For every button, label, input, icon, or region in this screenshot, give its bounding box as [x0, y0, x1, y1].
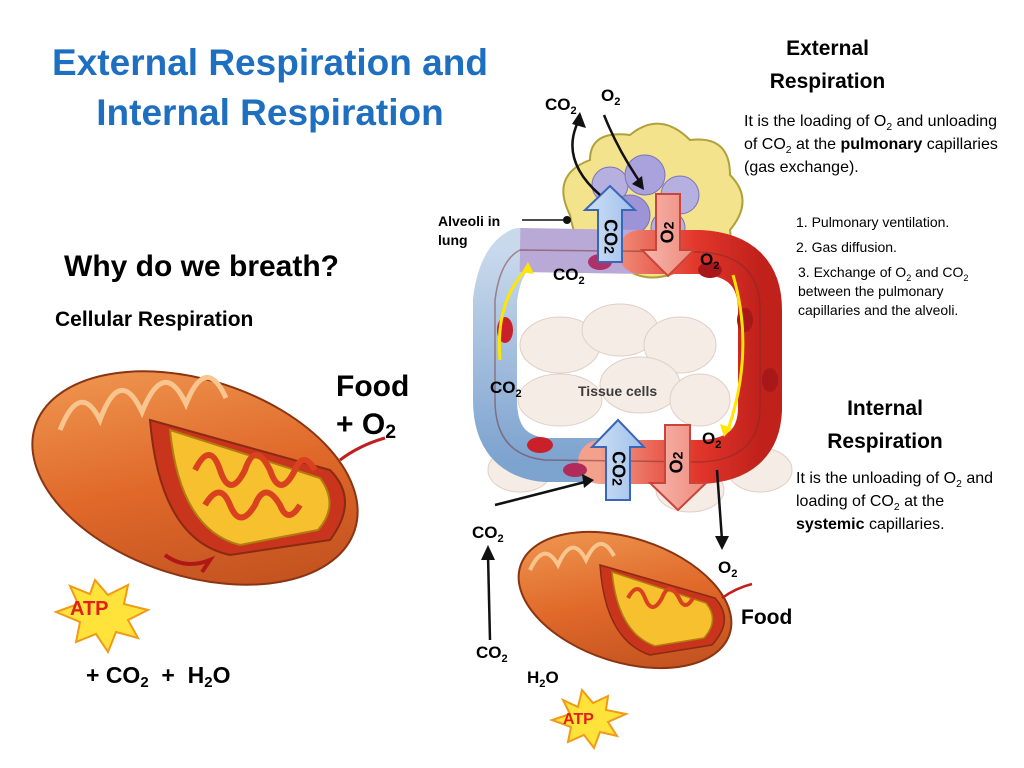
question-heading: Why do we breath?: [64, 250, 340, 283]
external-respiration-heading: External Respiration: [769, 37, 886, 93]
co2-label-tissue: CO2: [490, 378, 522, 400]
co2-arrow-label-bottom: CO2: [608, 451, 629, 486]
co2-up-arrow-top: [582, 184, 638, 263]
o2-label-vessel-top: O2: [700, 250, 720, 272]
o2-label-alveoli-in: O2: [601, 86, 621, 108]
alveoli-label: Alveoli in lung: [438, 213, 501, 248]
co2-label-mito-bottom: CO2: [476, 643, 508, 665]
food-label-right: Food: [741, 606, 793, 629]
page-title-line2: Internal Respiration: [96, 92, 444, 133]
cellular-respiration-label: Cellular Respiration: [55, 308, 254, 331]
atp-label-left: ATP: [70, 598, 109, 620]
tissue-cells-background: [487, 303, 793, 513]
alveoli-leader-dot: [563, 216, 571, 224]
co2-label-alveoli-out: CO2: [545, 95, 577, 117]
o2-arrow-label-bottom: O2: [666, 451, 687, 474]
atp-burst-right: [548, 687, 630, 751]
food-o2-label: Food + O2: [336, 368, 409, 444]
o2-label-vessel-bottom: O2: [702, 429, 722, 451]
h2o-label-mito: H2O: [527, 668, 559, 690]
page-title-line1: External Respiration and: [52, 42, 488, 83]
page-title: External Respiration and Internal Respir…: [20, 38, 520, 138]
gas-flow-arrowheads: [481, 112, 729, 560]
step-2: 2. Gas diffusion.: [796, 239, 897, 255]
co2-arrow-label-top: CO2: [600, 219, 621, 254]
o2-down-arrow-bottom: [647, 424, 709, 512]
atp-burst-left: [53, 578, 151, 655]
internal-respiration-heading: Internal Respiration: [827, 397, 943, 453]
food-label: Food: [336, 370, 410, 403]
step-3: 3. Exchange of O2 and CO2 between the pu…: [798, 264, 969, 318]
o2-arrow-label-top: O2: [657, 221, 678, 244]
co2-up-arrow-bottom: [589, 418, 647, 501]
step-1: 1. Pulmonary ventilation.: [796, 214, 950, 230]
external-respiration-description: It is the loading of O2 and unloading of…: [744, 113, 998, 176]
co2-label-mito-up: CO2: [472, 523, 504, 545]
co2-label-vessel-top: CO2: [553, 265, 585, 287]
plus-o2-label: + O2: [336, 408, 397, 443]
atp-label-right: ATP: [563, 711, 594, 728]
products-label: + CO2 + H2O: [86, 662, 231, 691]
tissue-cells-label: Tissue cells: [578, 383, 658, 399]
gas-flow-arrows: [486, 114, 724, 641]
o2-down-arrow-top: [639, 193, 697, 278]
mitochondrion-left: [31, 370, 386, 586]
internal-respiration-description: It is the unloading of O2 and loading of…: [796, 470, 994, 533]
mitochondrion-right: [517, 530, 753, 670]
o2-label-mito: O2: [718, 558, 738, 580]
